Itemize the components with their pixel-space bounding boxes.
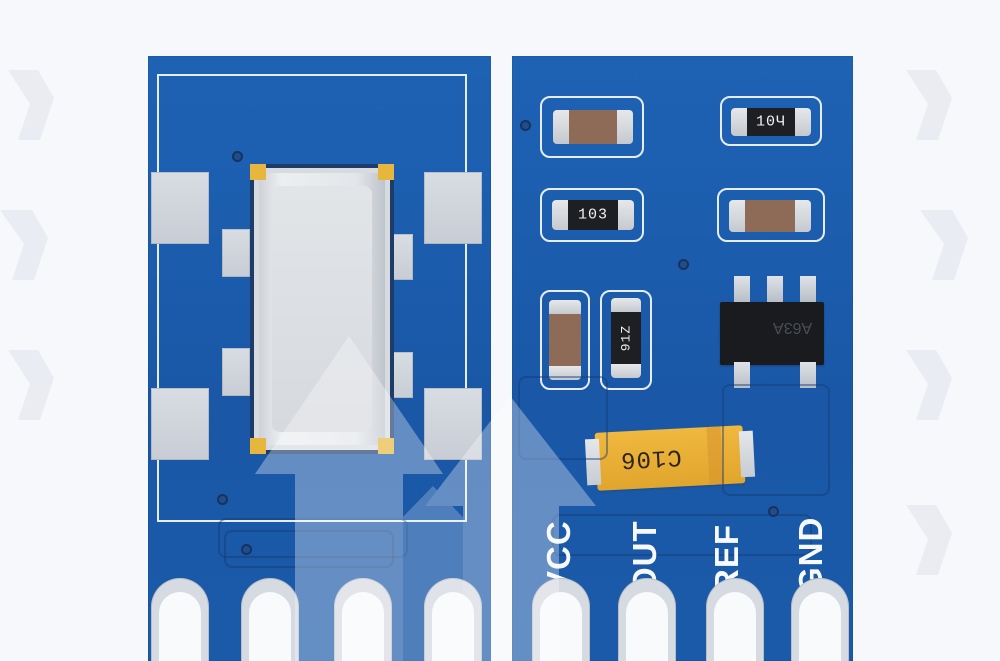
left-small-pad-top-right xyxy=(393,234,413,280)
right-slot-2 xyxy=(618,578,676,661)
left-slot-hole-2 xyxy=(249,592,291,661)
resistor-top-right-end-left xyxy=(731,108,747,136)
resistor-box-top-left xyxy=(540,96,644,158)
left-pad-top-left xyxy=(151,172,209,244)
right-slot-4 xyxy=(791,578,849,661)
crystal-oscillator xyxy=(250,164,394,454)
left-via-3 xyxy=(241,544,252,555)
left-slot-4 xyxy=(424,578,482,661)
capacitor-top-left xyxy=(553,110,633,144)
right-trace-3 xyxy=(552,514,812,556)
right-slot-1 xyxy=(532,578,590,661)
resistor-mid-left-label: 103 xyxy=(577,206,608,224)
right-slot-hole-1 xyxy=(540,592,582,661)
crystal-corner-top-right xyxy=(378,164,394,180)
left-slot-3 xyxy=(334,578,392,661)
left-slot-1 xyxy=(151,578,209,661)
left-slot-2 xyxy=(241,578,299,661)
capacitor-box-mid-right xyxy=(717,188,825,242)
tantalum-capacitor-label: C106 xyxy=(619,442,683,473)
capacitor-lower-left-end-top xyxy=(549,300,581,314)
crystal-corner-bottom-left xyxy=(250,438,266,454)
ic-pin-bottom-2 xyxy=(800,362,816,388)
left-slot-hole-3 xyxy=(342,592,384,661)
crystal-top-surface xyxy=(272,186,372,432)
left-silkscreen-frame xyxy=(157,74,467,522)
capacitor-mid-right-end-right xyxy=(795,200,811,232)
capacitor-mid-right xyxy=(729,200,811,232)
resistor-lower-middle-end-bottom xyxy=(611,364,641,378)
capacitor-box-lower-left xyxy=(540,290,590,390)
pcb-board-right: 10Ч 103 91Z A63A xyxy=(512,56,853,661)
left-small-pad-bottom-left xyxy=(222,348,250,396)
left-pad-top-right xyxy=(424,172,482,244)
capacitor-top-left-end-left xyxy=(553,110,569,144)
right-slot-hole-3 xyxy=(714,592,756,661)
right-slot-3 xyxy=(706,578,764,661)
left-via-1 xyxy=(232,151,243,162)
ic-pin-top-3 xyxy=(800,276,816,302)
sot23-ic-label: A63A xyxy=(773,319,813,336)
right-trace-1 xyxy=(518,376,608,460)
capacitor-lower-left xyxy=(549,300,581,380)
resistor-box-top-right xyxy=(720,96,822,146)
left-trace-1 xyxy=(218,518,408,558)
resistor-mid-left-end-left xyxy=(552,200,568,230)
crystal-corner-bottom-right xyxy=(378,438,394,454)
right-trace-2 xyxy=(722,384,830,496)
tantalum-capacitor-band xyxy=(706,426,724,485)
sot23-ic: A63A xyxy=(720,302,824,365)
capacitor-lower-left-end-bottom xyxy=(549,366,581,380)
ic-pin-top-1 xyxy=(734,276,750,302)
capacitor-mid-right-end-left xyxy=(729,200,745,232)
resistor-box-mid-left xyxy=(540,188,644,242)
resistor-mid-left: 103 xyxy=(552,200,634,230)
crystal-corner-top-left xyxy=(250,164,266,180)
left-slot-hole-4 xyxy=(432,592,474,661)
right-slot-hole-2 xyxy=(626,592,668,661)
left-pad-bottom-right xyxy=(424,388,482,460)
right-via-2 xyxy=(678,259,689,270)
right-slot-hole-4 xyxy=(799,592,841,661)
resistor-lower-middle-end-top xyxy=(611,298,641,312)
right-via-3 xyxy=(768,506,779,517)
resistor-top-right-end-right xyxy=(795,108,811,136)
left-small-pad-top-left xyxy=(222,229,250,277)
resistor-lower-middle-label: 91Z xyxy=(618,324,634,352)
left-small-pad-bottom-right xyxy=(393,352,413,398)
capacitor-top-left-end-right xyxy=(617,110,633,144)
crystal-can xyxy=(254,168,390,450)
resistor-top-right: 10Ч xyxy=(731,108,811,136)
right-via-1 xyxy=(520,120,531,131)
resistor-lower-middle: 91Z xyxy=(611,298,641,378)
resistor-mid-left-end-right xyxy=(618,200,634,230)
pcb-board-left xyxy=(148,56,491,661)
left-slot-hole-1 xyxy=(159,592,201,661)
left-trace-2 xyxy=(224,530,394,568)
resistor-top-right-label: 10Ч xyxy=(755,113,786,131)
ic-pin-top-2 xyxy=(767,276,783,302)
resistor-box-lower-middle xyxy=(600,290,652,390)
left-pad-bottom-left xyxy=(151,388,209,460)
left-via-2 xyxy=(217,494,228,505)
ic-pin-bottom-1 xyxy=(734,362,750,388)
